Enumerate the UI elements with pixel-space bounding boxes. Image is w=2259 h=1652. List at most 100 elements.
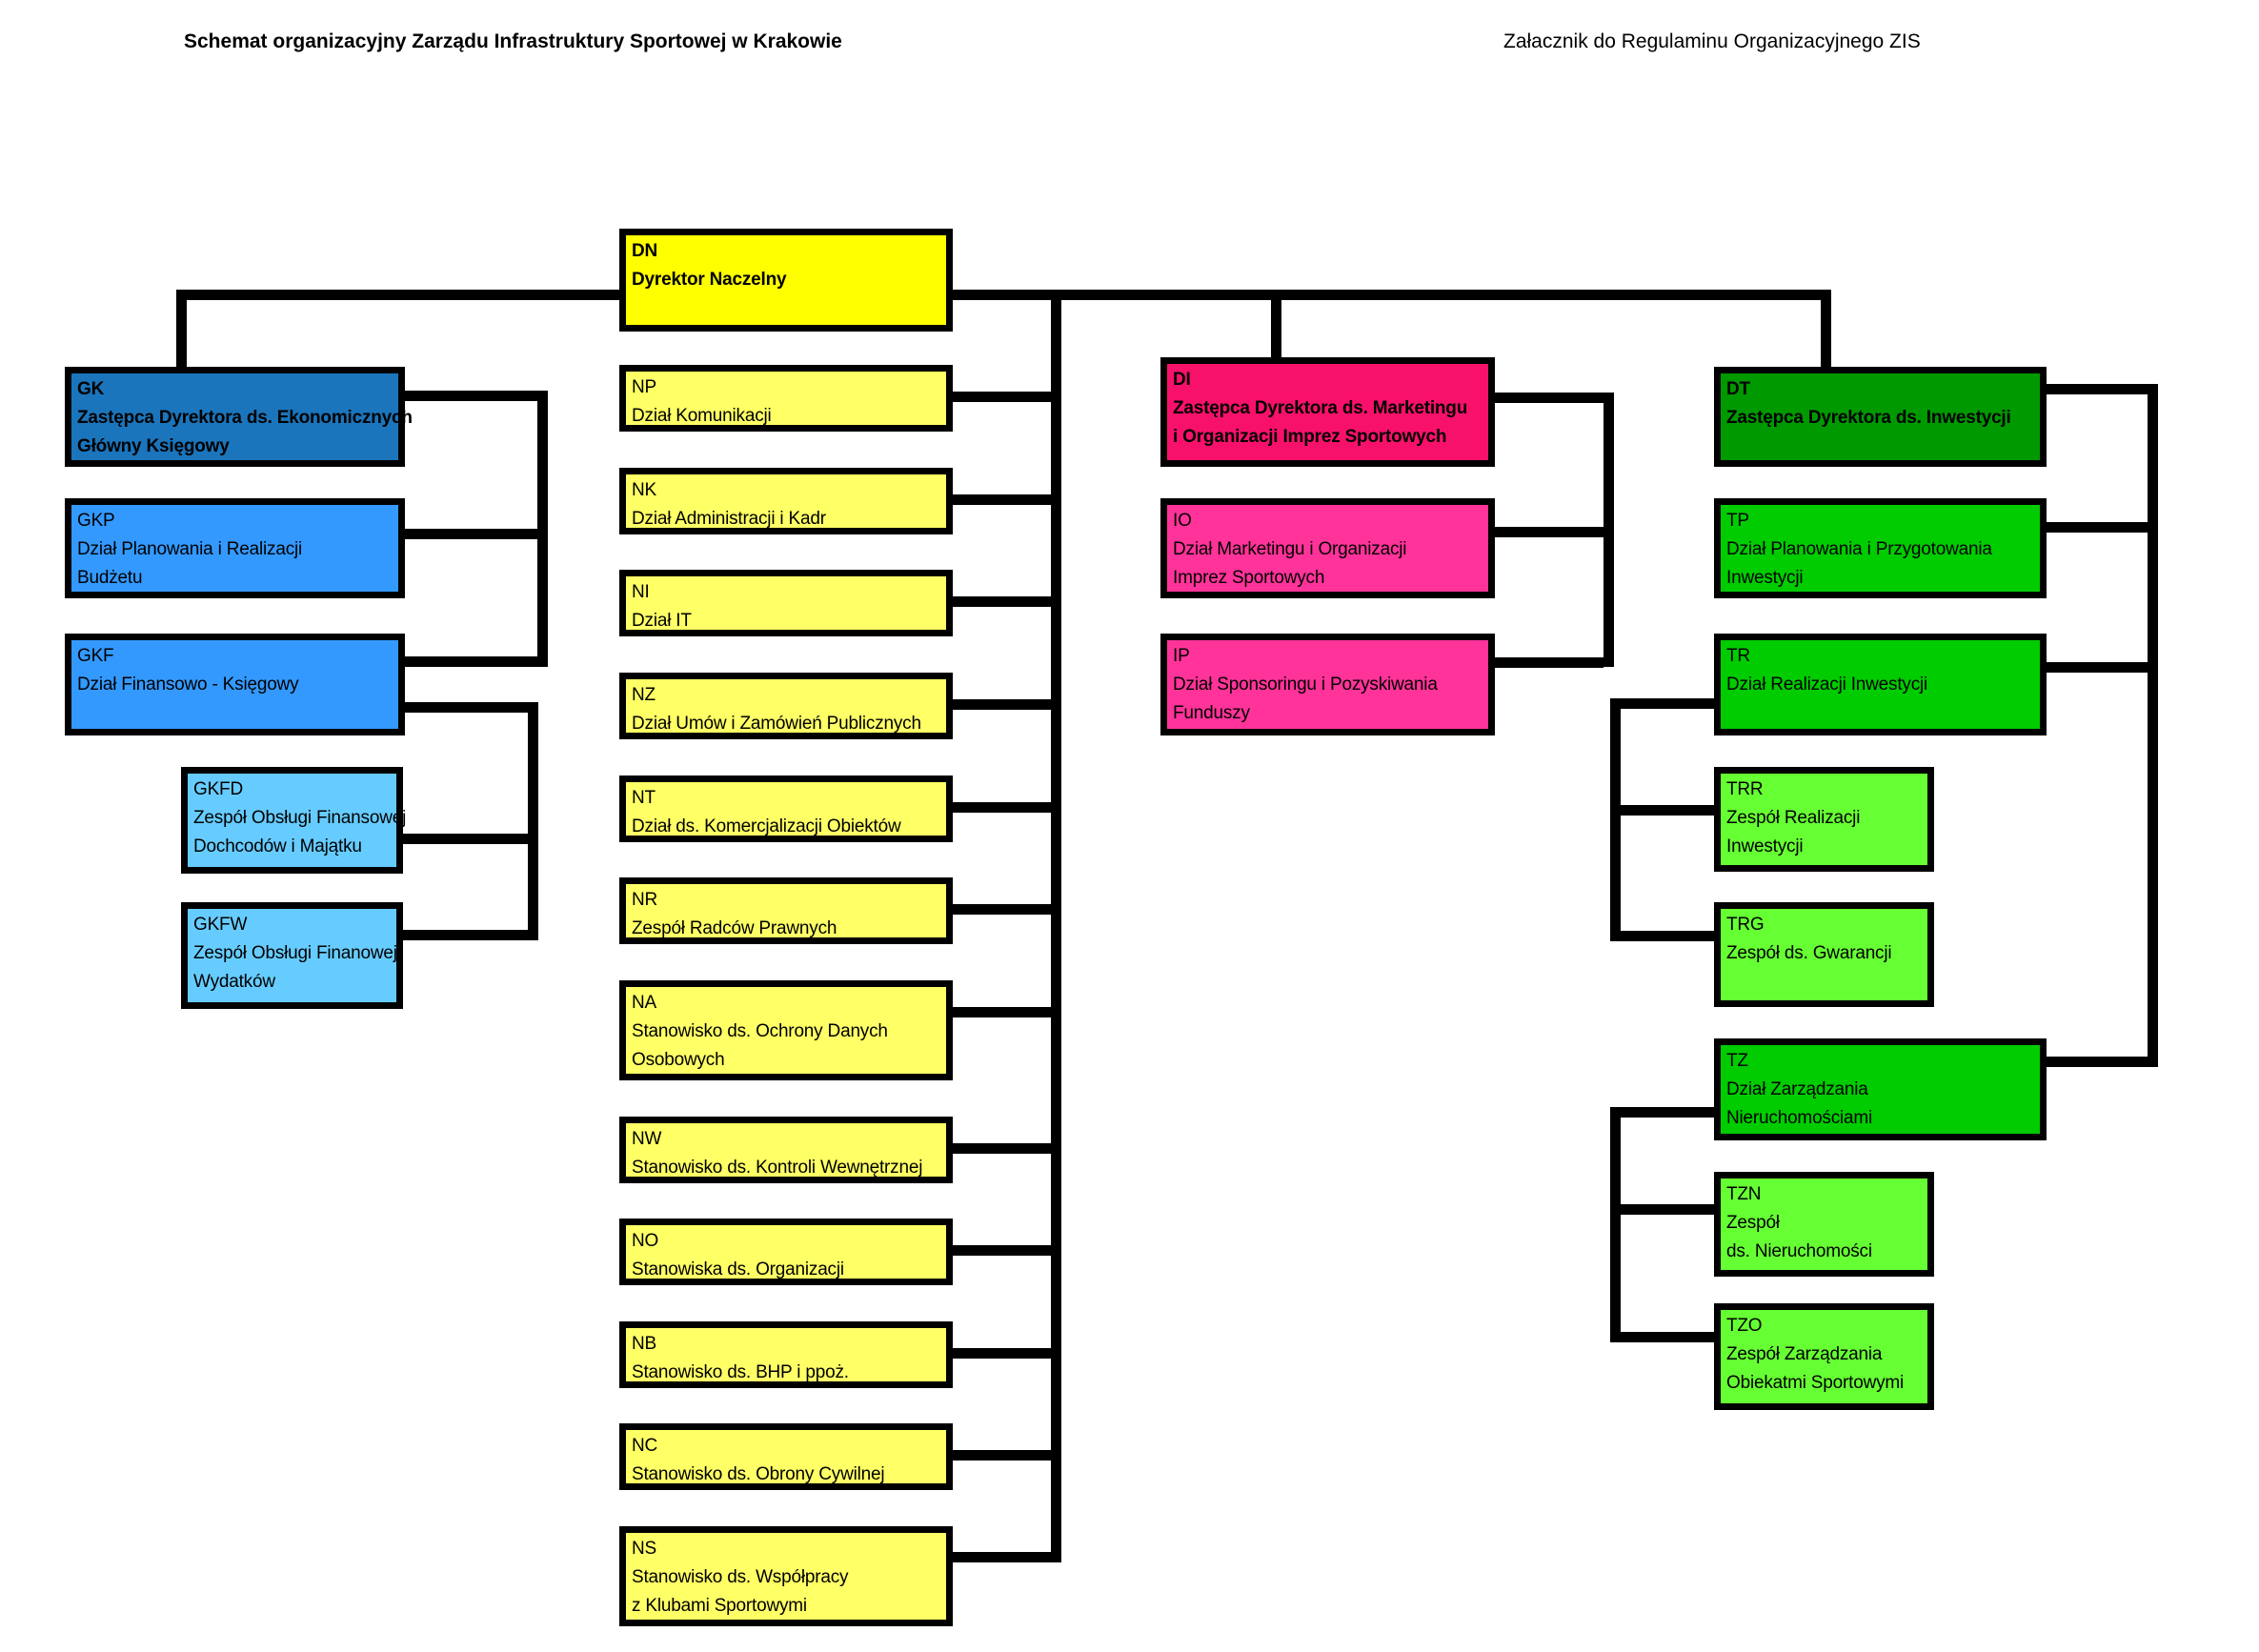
org-box-code: DT	[1726, 379, 1750, 399]
connector-line	[405, 391, 548, 401]
org-box-label: Dział ds. Komercjalizacji Obiektów	[632, 816, 901, 836]
org-box-label: Zastępca Dyrektora ds. Inwestycji	[1726, 408, 2011, 428]
org-box-label: Dyrektor Naczelny	[632, 270, 787, 290]
connector-line	[1610, 1204, 1714, 1215]
connector-line	[528, 702, 538, 940]
org-box-label: Zespół Zarządzania	[1726, 1344, 1883, 1364]
org-box-dt: DT Zastępca Dyrektora ds. Inwestycji	[1714, 367, 2047, 467]
connector-line	[1603, 393, 1614, 667]
org-box-code: NA	[632, 993, 656, 1013]
connector-line	[1271, 290, 1281, 362]
connector-line	[948, 392, 1061, 402]
org-box-code: NC	[632, 1436, 658, 1456]
attachment-label: Załacznik do Regulaminu Organizacyjnego …	[1503, 30, 1921, 52]
connector-line	[1495, 527, 1603, 537]
connector-line	[176, 290, 1831, 300]
connector-line	[2042, 522, 2148, 533]
org-box-label: Zespół	[1726, 1213, 1780, 1233]
page-title: Schemat organizacyjny Zarządu Infrastruk…	[184, 30, 842, 52]
connector-line	[1821, 290, 1831, 372]
org-box-nr: NR Zespół Radców Prawnych	[619, 877, 953, 944]
org-box-label: Stanowisko ds. Ochrony Danych	[632, 1021, 888, 1041]
org-box-code: DN	[632, 241, 658, 261]
org-box-code: NK	[632, 480, 656, 500]
org-box-code: IO	[1173, 511, 1192, 531]
connector-line	[948, 596, 1061, 607]
connector-line	[1610, 1332, 1714, 1342]
org-box-label: Dział Zarządzania	[1726, 1079, 1868, 1099]
connector-line	[403, 834, 528, 844]
connector-line	[1051, 290, 1061, 1562]
org-box-code: GKP	[77, 511, 115, 531]
org-box-code: NW	[632, 1129, 662, 1149]
connector-line	[948, 1348, 1061, 1359]
connector-line	[948, 1245, 1061, 1256]
org-box-code: GKF	[77, 646, 114, 666]
org-box-code: TZO	[1726, 1316, 1763, 1336]
connector-line	[2042, 662, 2148, 673]
org-box-code: NR	[632, 890, 658, 910]
connector-line	[1610, 805, 1714, 816]
connector-line	[1610, 931, 1714, 941]
org-box-code: TZN	[1726, 1184, 1762, 1204]
org-box-label: Dział IT	[632, 611, 692, 631]
org-box-label: Zastępca Dyrektora ds. Marketingu	[1173, 398, 1468, 418]
org-box-label: Zespół Radców Prawnych	[632, 918, 837, 938]
org-box-label: Osobowych	[632, 1050, 725, 1070]
connector-line	[537, 391, 548, 667]
org-box-code: DI	[1173, 370, 1191, 390]
org-box-label: Imprez Sportowych	[1173, 568, 1325, 588]
org-box-code: NO	[632, 1231, 659, 1251]
connector-line	[405, 656, 537, 667]
org-box-label: Zespół Realizacji	[1726, 808, 1861, 828]
connector-line	[948, 1450, 1061, 1461]
org-box-label: Inwestycji	[1726, 568, 1804, 588]
org-box-code: TRG	[1726, 915, 1765, 935]
org-box-code: TP	[1726, 511, 1749, 531]
connector-line	[2042, 384, 2158, 394]
org-box-label: Inwestycji	[1726, 836, 1804, 856]
connector-line	[1610, 698, 1714, 709]
connector-line	[405, 529, 537, 539]
connector-line	[1495, 393, 1614, 403]
org-box-label: Stanowisko ds. Współpracy	[632, 1567, 849, 1587]
connector-line	[1495, 657, 1603, 668]
org-box-label: Dział Komunikacji	[632, 406, 772, 426]
org-box-label: Dochcodów i Majątku	[193, 836, 362, 856]
org-box-label: Stanowisko ds. BHP i ppoż.	[632, 1362, 849, 1382]
connector-line	[1610, 1107, 1714, 1118]
org-box-code: NZ	[632, 685, 656, 705]
org-box-label: Główny Księgowy	[77, 436, 230, 456]
connector-line	[948, 494, 1061, 505]
org-box-code: TR	[1726, 646, 1750, 666]
org-box-label: Budżetu	[77, 568, 143, 588]
org-box-label: z Klubami Sportowymi	[632, 1596, 807, 1616]
org-box-label: Zespół Obsługi Finansowej	[193, 808, 407, 828]
org-box-code: NP	[632, 377, 656, 397]
connector-line	[948, 699, 1061, 710]
org-box-code: GK	[77, 379, 105, 399]
org-box-label: Wydatków	[193, 972, 275, 992]
connector-line	[176, 290, 187, 372]
org-box-label: Nieruchomościami	[1726, 1108, 1873, 1128]
connector-line	[948, 1143, 1061, 1154]
